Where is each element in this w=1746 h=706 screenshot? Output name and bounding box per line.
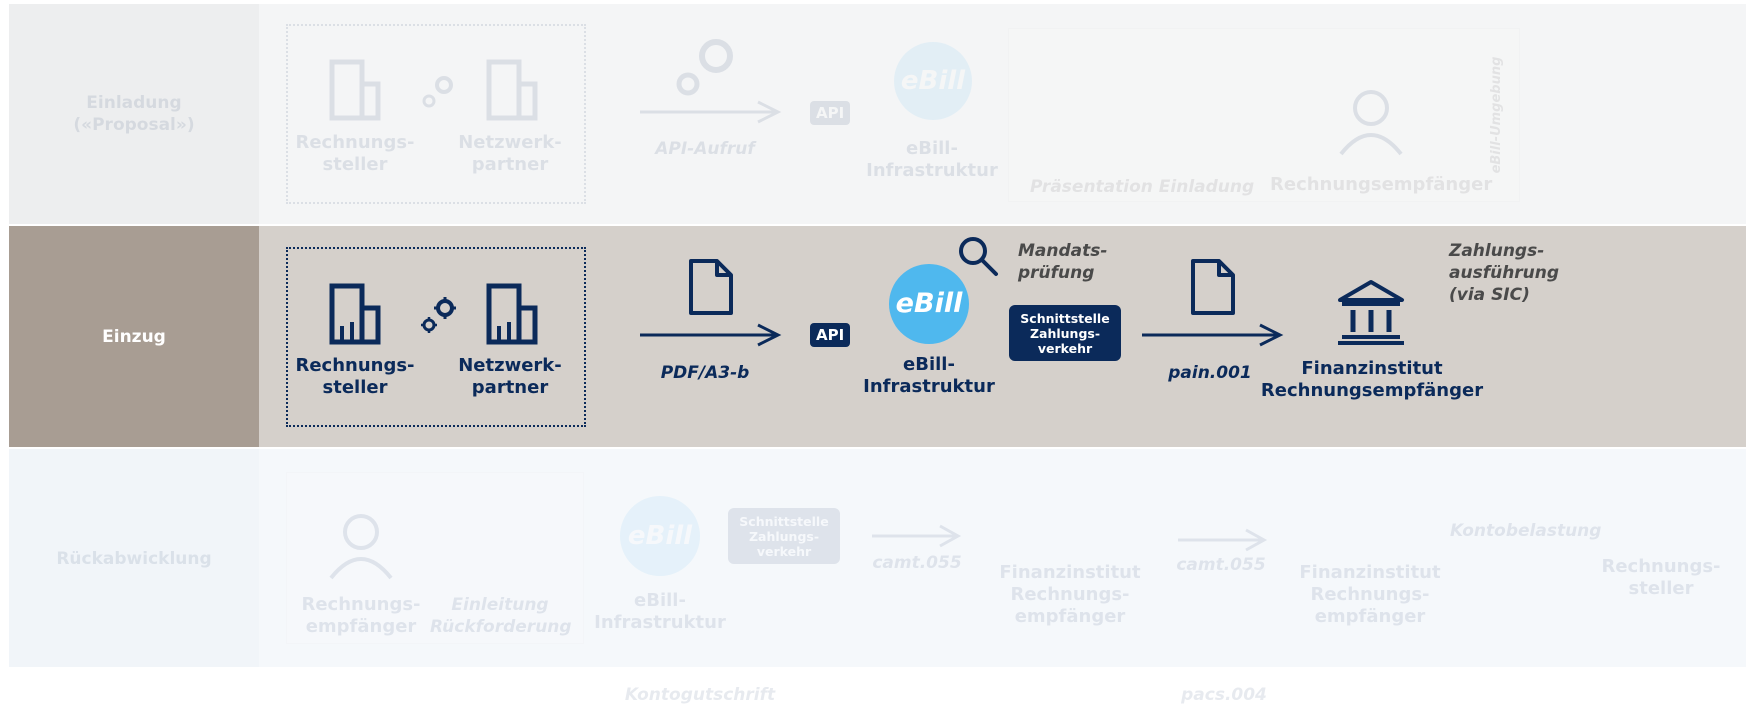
recipient-label: Rechnungsempfänger bbox=[1270, 174, 1493, 195]
arrow-right-icon bbox=[872, 524, 962, 548]
row-label-bg bbox=[9, 4, 259, 224]
magnifier-icon bbox=[959, 237, 998, 276]
mandate-label: Mandats- prüfung bbox=[1018, 241, 1108, 283]
ebill-logo: eBill bbox=[889, 264, 969, 344]
row-rueckabwicklung bbox=[9, 449, 1746, 667]
row-label-einzug: Einzug bbox=[102, 327, 166, 347]
ebill-logo: eBill bbox=[620, 496, 700, 576]
document-icon bbox=[689, 259, 733, 315]
infra-label: eBill- Infrastruktur bbox=[594, 590, 726, 633]
debit-label: Kontobelastung bbox=[1450, 521, 1602, 541]
row-einladung bbox=[9, 4, 1746, 224]
recipient-label: Rechnungs- empfänger bbox=[301, 594, 421, 637]
building-icon bbox=[329, 283, 381, 345]
arrow-right-icon bbox=[640, 100, 782, 124]
api-badge: API bbox=[810, 101, 851, 125]
credit-label: Kontogutschrift bbox=[624, 685, 776, 705]
bank-label-1: Finanzinstitut Rechnungs- empfänger bbox=[999, 562, 1141, 627]
interface-box: Schnittstelle Zahlungs- verkehr bbox=[1009, 305, 1121, 361]
row-label-bg bbox=[9, 449, 259, 667]
arrow-right-icon bbox=[640, 323, 782, 347]
format-label: PDF/A3-b bbox=[660, 363, 750, 383]
environment-label: eBill-Umgebung bbox=[1489, 56, 1504, 174]
pacs-label: pacs.004 bbox=[1181, 685, 1267, 705]
row-einzug: Einzug bbox=[9, 226, 1746, 447]
bank-label-2: Finanzinstitut Rechnungs- empfänger bbox=[1299, 562, 1441, 627]
document-icon bbox=[1191, 259, 1235, 315]
bank-label: Finanzinstitut Rechnungsempfänger bbox=[1260, 358, 1484, 401]
infra-label: eBill- Infrastruktur bbox=[863, 354, 995, 397]
bank-icon bbox=[1338, 280, 1404, 345]
gears-icon bbox=[676, 39, 733, 96]
sender-label: Rechnungs- steller bbox=[295, 355, 415, 398]
person-icon bbox=[1339, 90, 1403, 156]
presentation-label: Präsentation Einladung bbox=[1030, 177, 1255, 197]
sender-label: Rechnungs- steller bbox=[1601, 556, 1721, 599]
row-label-einladung: Einladung («Proposal») bbox=[9, 92, 259, 136]
row-label-line1: Einladung bbox=[86, 93, 182, 113]
api-call-label: API-Aufruf bbox=[655, 139, 755, 159]
execution-label: Zahlungs- ausführung (via SIC) bbox=[1449, 241, 1560, 305]
building-icon bbox=[486, 283, 538, 345]
sender-label: Rechnungs- steller bbox=[295, 132, 415, 175]
row-label-line2: («Proposal») bbox=[73, 115, 195, 135]
partner-label: Netzwerk- partner bbox=[458, 132, 562, 175]
building-icon bbox=[486, 59, 538, 121]
arrow-right-icon bbox=[1142, 323, 1284, 347]
pain-label: pain.001 bbox=[1168, 363, 1252, 383]
initiation-label: Einleitung Rückforderung bbox=[430, 595, 572, 637]
api-badge: API bbox=[810, 323, 851, 347]
ebill-logo: eBill bbox=[894, 42, 972, 120]
camt-label-2: camt.055 bbox=[1176, 555, 1266, 575]
partner-label: Netzwerk- partner bbox=[458, 355, 562, 398]
arrow-right-icon bbox=[1178, 528, 1268, 552]
row-label-rueckabwicklung: Rückabwicklung bbox=[56, 549, 212, 569]
gears-icon bbox=[421, 297, 456, 333]
infra-label: eBill- Infrastruktur bbox=[866, 138, 998, 181]
sender-group-box bbox=[286, 247, 586, 427]
person-icon bbox=[329, 514, 393, 580]
sender-group-box bbox=[286, 24, 586, 204]
interface-box: Schnittstelle Zahlungs- verkehr bbox=[728, 508, 840, 564]
building-icon bbox=[329, 59, 381, 121]
gears-icon bbox=[422, 76, 453, 108]
environment-panel bbox=[1008, 28, 1520, 202]
camt-label-1: camt.055 bbox=[872, 553, 962, 573]
row-label-bg bbox=[9, 226, 259, 447]
recipient-panel bbox=[286, 472, 584, 644]
